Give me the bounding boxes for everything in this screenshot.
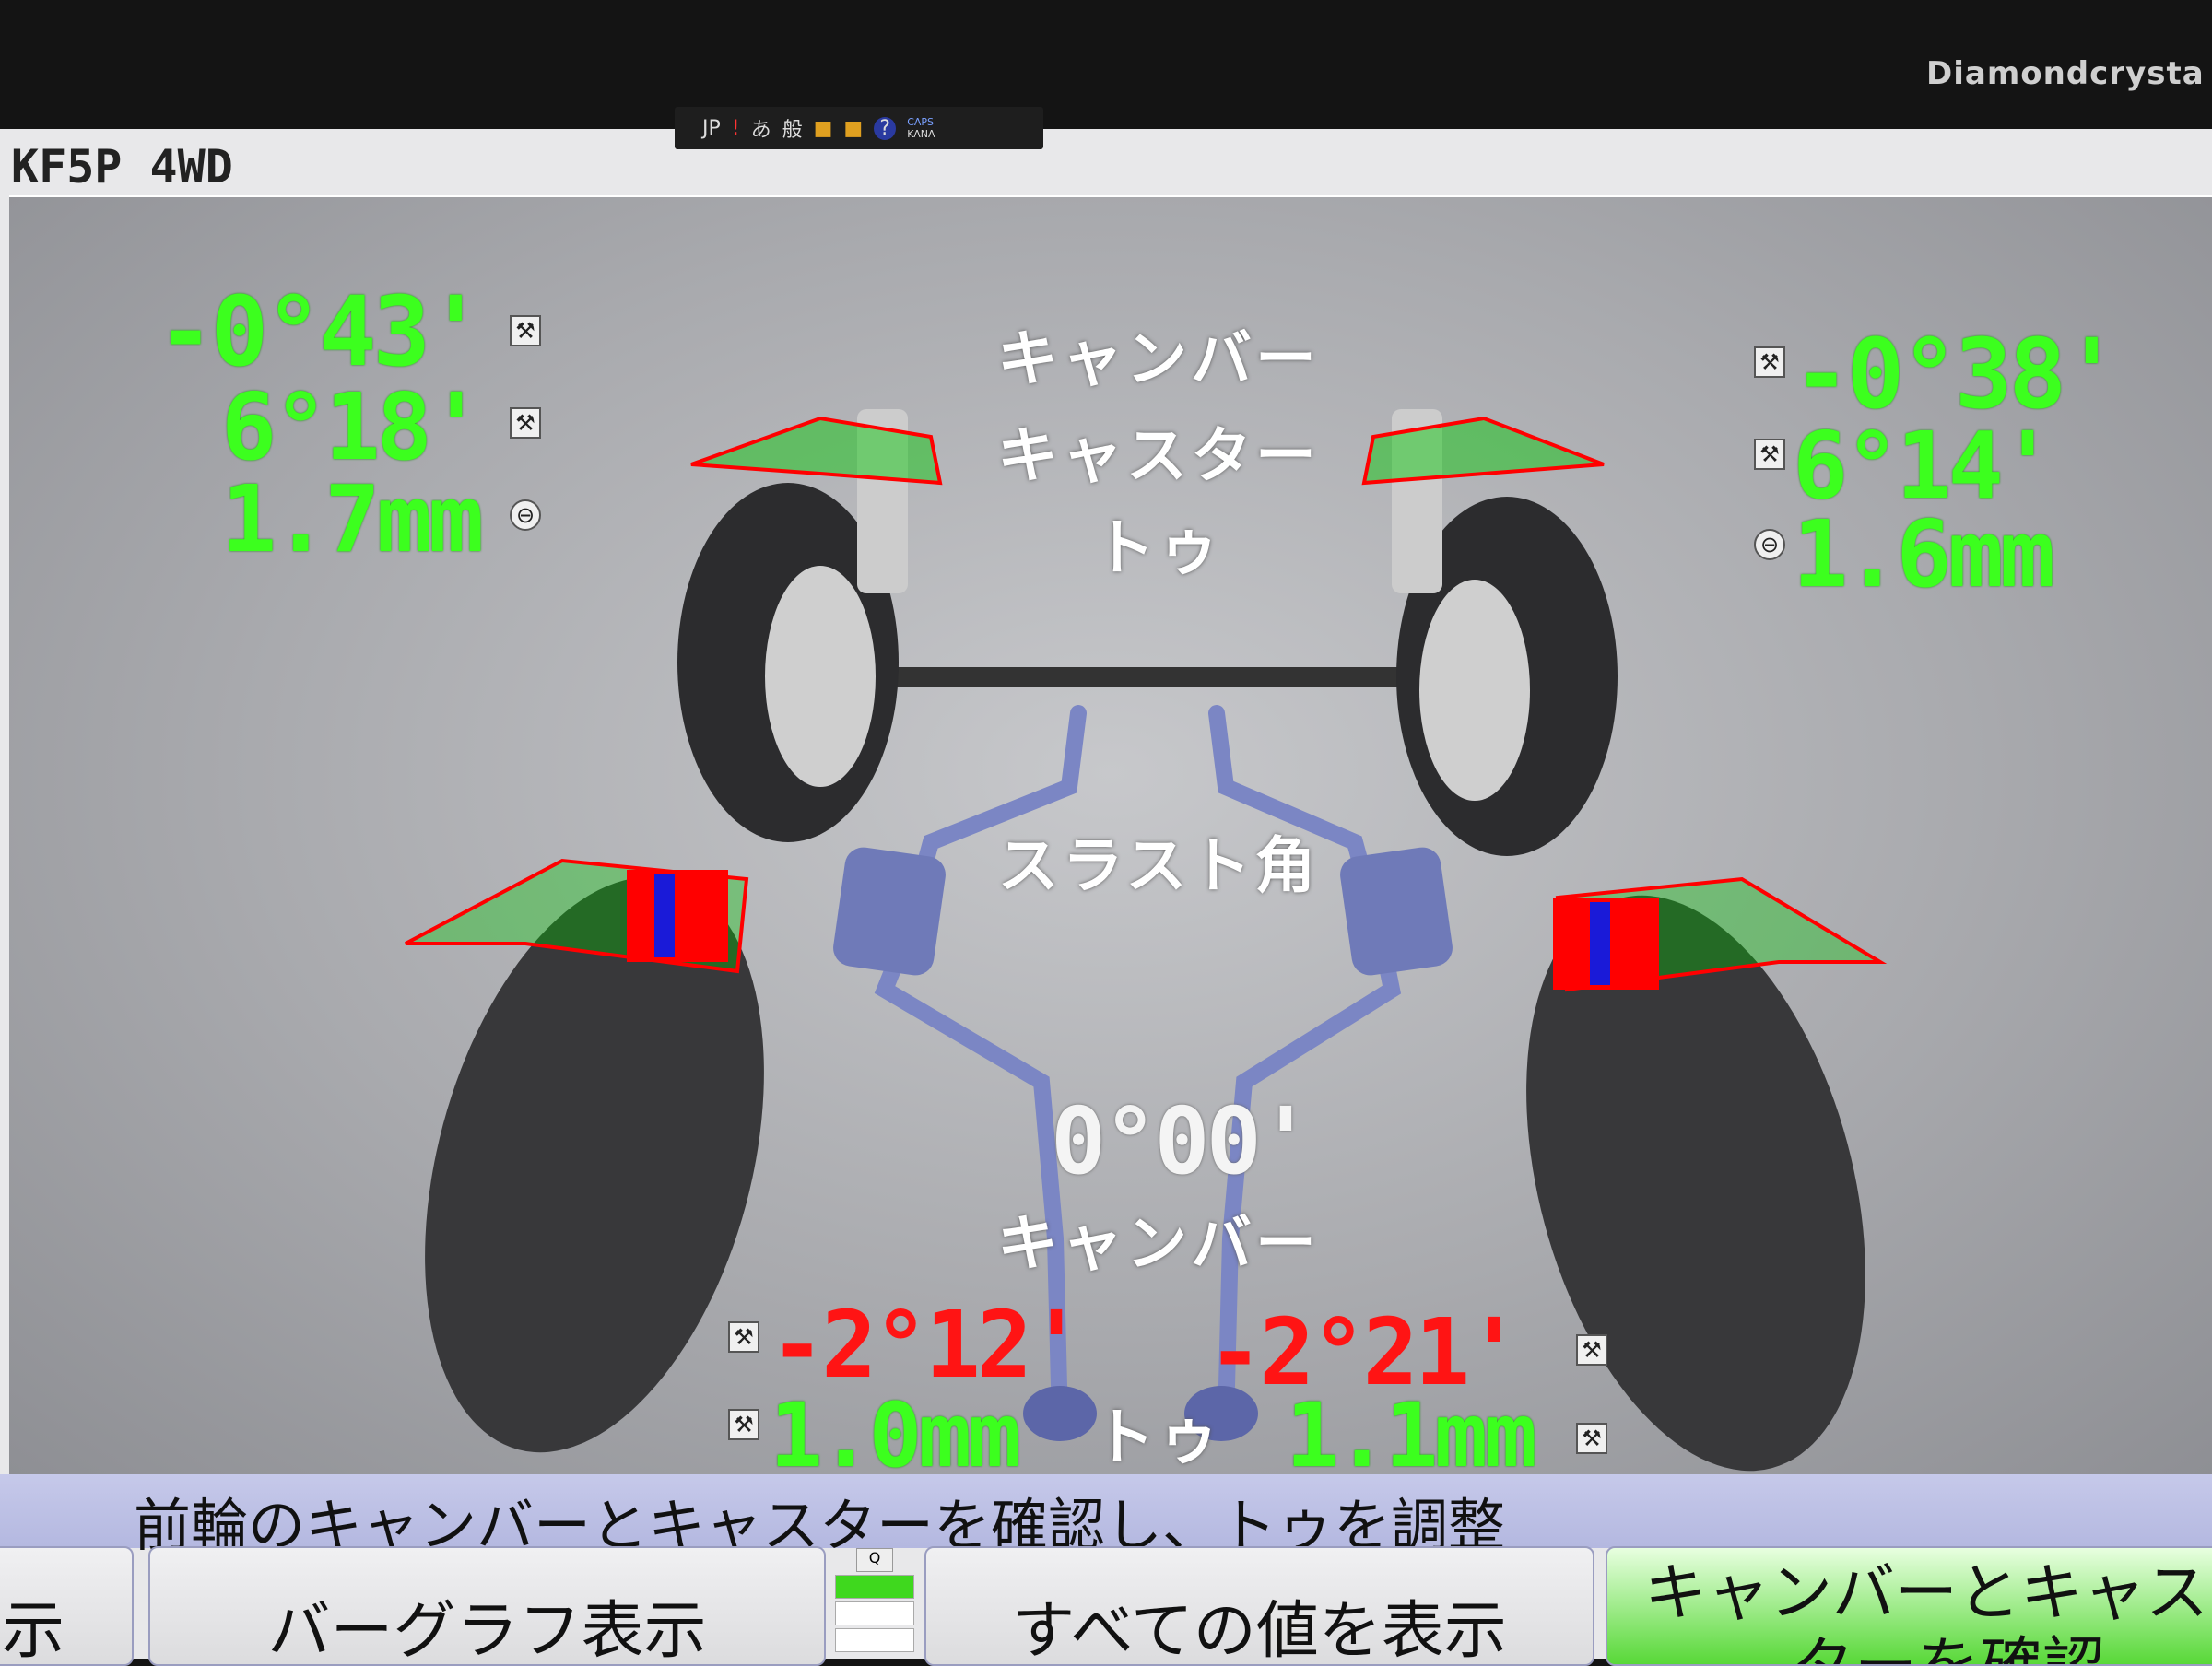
fr-caster-value: 6°14' (1793, 412, 2055, 520)
instruction-bar (0, 1474, 2212, 1548)
button-label-line2: ターを確認 (1644, 1631, 2212, 1664)
indicator-fr (1361, 416, 1605, 486)
dictionary-icon[interactable]: ■ (843, 116, 864, 140)
tire-rear-left (425, 876, 764, 1453)
label-caster: キャスター (997, 420, 1320, 491)
tire-front-right (1396, 497, 1618, 856)
steering-wheel-icon[interactable]: ⊖ (1754, 529, 1785, 560)
muffler-right (1340, 847, 1453, 976)
indicator-fl (690, 416, 943, 486)
previous-button[interactable]: 示 (0, 1546, 134, 1666)
indicator-rl-blue (654, 874, 675, 957)
wrench-icon[interactable]: ⚒ (1576, 1423, 1607, 1454)
wrench-icon[interactable]: ⚒ (1754, 439, 1785, 470)
rl-camber-value: -2°12' (770, 1291, 1084, 1399)
vehicle-title: KF5P 4WD (11, 140, 233, 194)
camber-indicators (405, 416, 1888, 992)
wrench-icon[interactable]: ⚒ (1576, 1334, 1607, 1366)
bar-graph-button[interactable]: バーグラフ表示 (148, 1546, 826, 1666)
tire-rear-right (1526, 895, 1865, 1472)
fl-caster-value: 6°18' (221, 373, 484, 481)
monitor-brand: Diamondcrysta RI (1926, 55, 2212, 92)
status-cell (835, 1628, 914, 1652)
rl-toe-value: 1.0mm (770, 1384, 1021, 1487)
alert-icon[interactable]: ! (731, 116, 740, 140)
spring-front-left (857, 409, 908, 593)
wrench-icon[interactable]: ⚒ (728, 1409, 759, 1440)
kana-indicator: KANA (907, 128, 935, 140)
fr-camber-value: -0°38' (1793, 318, 2121, 430)
status-cell (835, 1601, 914, 1625)
wrench-icon[interactable]: ⚒ (510, 407, 541, 439)
muffler-left (833, 847, 946, 976)
caps-indicator: CAPS (907, 116, 935, 128)
steering-wheel-icon[interactable]: ⊖ (510, 499, 541, 531)
indicator-rr-blue (1590, 902, 1610, 985)
input-mode-general[interactable]: 般 (782, 119, 803, 142)
steering-rack (839, 667, 1465, 687)
label-camber: キャンバー (997, 323, 1320, 394)
label-thrust-angle: スラスト角 (997, 830, 1320, 901)
label-rear-toe: トゥ (1094, 1402, 1223, 1472)
vehicle-3d-model (405, 409, 1888, 1472)
mini-status-widget: Q (835, 1548, 914, 1659)
help-icon[interactable]: ? (874, 116, 897, 140)
show-all-values-button[interactable]: すべての値を表示 (924, 1546, 1594, 1666)
fl-toe-value: 1.7mm (221, 465, 484, 573)
rr-toe-value: 1.1mm (1286, 1384, 1537, 1487)
tire-front-left (677, 483, 899, 842)
alignment-viewport: -0°43' 6°18' 1.7mm ⚒ ⚒ ⊖ キャンバー キャスター トゥ … (9, 195, 2212, 1480)
label-toe: トゥ (1094, 512, 1223, 583)
tailpipe-right (1184, 1386, 1258, 1441)
rr-camber-value: -2°21' (1207, 1298, 1522, 1406)
fl-camber-value: -0°43' (157, 276, 485, 388)
indicator-rl-red (627, 870, 728, 962)
button-label-line1: キャンバーとキャス (1644, 1557, 2209, 1630)
fr-toe-value: 1.6mm (1793, 500, 2055, 608)
mini-widget-label: Q (856, 1548, 893, 1572)
lang-jp[interactable]: JP (702, 116, 721, 140)
spring-front-right (1392, 409, 1442, 593)
label-rear-camber: キャンバー (997, 1208, 1320, 1279)
thrust-angle-value: 0°00' (1051, 1087, 1313, 1195)
status-cell (835, 1575, 914, 1599)
tailpipe-left (1023, 1386, 1097, 1441)
check-camber-caster-button[interactable]: キャンバーとキャス ターを確認 (1606, 1546, 2212, 1666)
wrench-icon[interactable]: ⚒ (510, 315, 541, 346)
wrench-icon[interactable]: ⚒ (728, 1321, 759, 1353)
input-mode-hiragana[interactable]: あ (750, 119, 771, 142)
toolbox-icon[interactable]: ■ (813, 116, 833, 140)
wrench-icon[interactable]: ⚒ (1754, 346, 1785, 378)
